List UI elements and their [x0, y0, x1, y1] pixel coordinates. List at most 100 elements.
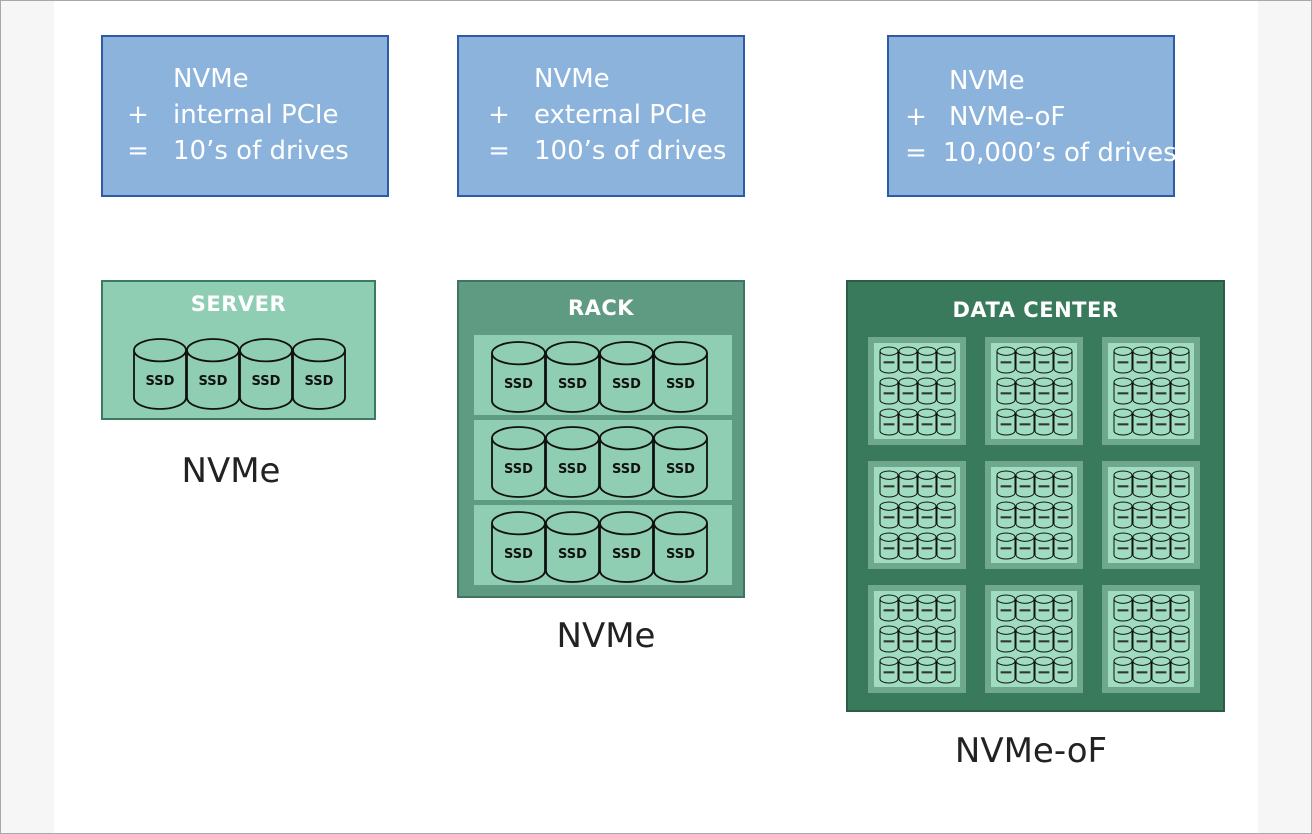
datacenter-rack — [985, 585, 1083, 693]
ssd-drive-icon — [879, 346, 899, 374]
ssd-label-mark — [1000, 671, 1012, 674]
ssd-drive-icon — [936, 594, 956, 622]
ssd-drive-icon: SSD — [491, 426, 546, 498]
ssd-label-mark — [1019, 640, 1031, 643]
ssd-label-mark — [1038, 392, 1050, 395]
ssd-label-mark — [1174, 609, 1186, 612]
ssd-drive-icon — [1053, 532, 1073, 560]
ssd-label-mark — [1155, 516, 1167, 519]
ssd-drive-icon: SSD — [186, 338, 240, 410]
ssd-label: SSD — [558, 462, 587, 477]
ssd-drive-icon — [917, 408, 937, 436]
ssd-drive-icon: SSD — [653, 426, 708, 498]
ssd-drive-icon — [1034, 656, 1054, 684]
ssd-label-mark — [1174, 516, 1186, 519]
ssd-label-mark — [1000, 609, 1012, 612]
ssd-label: SSD — [666, 377, 695, 392]
ssd-label: SSD — [612, 462, 641, 477]
ssd-drive-icon — [917, 656, 937, 684]
datacenter-rack-ssds — [1113, 470, 1190, 560]
ssd-label-mark — [940, 361, 952, 364]
ssd-drive-icon — [936, 532, 956, 560]
ssd-label-mark — [1000, 516, 1012, 519]
ssd-label-mark — [883, 485, 895, 488]
datacenter-rack — [1102, 585, 1200, 693]
ssd-drive-icon — [1053, 501, 1073, 529]
ssd-drive-icon — [1034, 470, 1054, 498]
ssd-drive-icon — [879, 532, 899, 560]
ssd-label-mark — [1019, 671, 1031, 674]
ssd-drive-icon — [917, 501, 937, 529]
plus-sign: + — [488, 100, 510, 130]
ssd-label: SSD — [612, 547, 641, 562]
ssd-drive-icon: SSD — [292, 338, 346, 410]
ssd-drive-icon — [1132, 594, 1152, 622]
ssd-label-mark — [1019, 547, 1031, 550]
ssd-label-mark — [1117, 392, 1129, 395]
ssd-label-mark — [1117, 609, 1129, 612]
ssd-label-mark — [940, 423, 952, 426]
ssd-label-mark — [1155, 392, 1167, 395]
datacenter-rack — [985, 337, 1083, 445]
ssd-label-mark — [902, 392, 914, 395]
ssd-label: SSD — [305, 374, 334, 389]
ssd-label-mark — [1136, 609, 1148, 612]
ssd-drive-icon — [936, 501, 956, 529]
ssd-label-mark — [921, 671, 933, 674]
ssd-label-mark — [940, 671, 952, 674]
ssd-drive-icon: SSD — [545, 341, 600, 413]
datacenter-caption: NVMe-oF — [954, 731, 1108, 771]
ssd-drive-icon — [1034, 625, 1054, 653]
ssd-drive-icon — [898, 656, 918, 684]
ssd-label-mark — [940, 392, 952, 395]
ssd-label-mark — [1038, 485, 1050, 488]
server-caption: NVMe — [181, 451, 281, 491]
ssd-drive-icon: SSD — [653, 341, 708, 413]
ssd-label-mark — [1000, 485, 1012, 488]
ssd-label-mark — [1019, 485, 1031, 488]
ssd-drive-icon — [1053, 377, 1073, 405]
ssd-label-mark — [1174, 671, 1186, 674]
ssd-label-mark — [1057, 547, 1069, 550]
ssd-drive-icon — [1015, 594, 1035, 622]
ssd-drive-icon — [917, 470, 937, 498]
ssd-drive-icon — [1015, 470, 1035, 498]
ssd-label-mark — [940, 609, 952, 612]
ssd-label-mark — [1136, 640, 1148, 643]
ssd-drive-icon — [898, 594, 918, 622]
ssd-label-mark — [1155, 640, 1167, 643]
ssd-label-mark — [1174, 485, 1186, 488]
ssd-label-mark — [902, 423, 914, 426]
equation-line-1: NVMe — [173, 64, 249, 94]
ssd-drive-icon — [898, 470, 918, 498]
plus-sign: + — [905, 102, 927, 132]
ssd-drive-icon — [936, 346, 956, 374]
datacenter-rack-ssds — [996, 346, 1073, 436]
ssd-label-mark — [1117, 516, 1129, 519]
ssd-drive-icon — [898, 625, 918, 653]
ssd-label: SSD — [612, 377, 641, 392]
ssd-label-mark — [1000, 423, 1012, 426]
datacenter-rack — [1102, 337, 1200, 445]
datacenter-rack-ssds — [879, 346, 956, 436]
ssd-drive-icon — [898, 501, 918, 529]
ssd-drive-icon — [936, 470, 956, 498]
rack-title: RACK — [567, 296, 635, 320]
equals-sign: = — [905, 138, 927, 168]
ssd-label: SSD — [504, 547, 533, 562]
ssd-drive-icon — [1170, 470, 1190, 498]
equation-line-1: NVMe — [949, 66, 1025, 96]
ssd-drive-icon — [1170, 346, 1190, 374]
ssd-label-mark — [1155, 609, 1167, 612]
ssd-label-mark — [921, 640, 933, 643]
ssd-label: SSD — [666, 547, 695, 562]
ssd-label-mark — [1117, 671, 1129, 674]
ssd-label-mark — [902, 485, 914, 488]
ssd-label-mark — [1019, 423, 1031, 426]
ssd-drive-icon — [936, 377, 956, 405]
equals-sign: = — [488, 136, 510, 166]
ssd-drive-icon — [936, 408, 956, 436]
ssd-drive-icon — [1170, 501, 1190, 529]
ssd-label-mark — [921, 392, 933, 395]
ssd-label-mark — [1000, 547, 1012, 550]
